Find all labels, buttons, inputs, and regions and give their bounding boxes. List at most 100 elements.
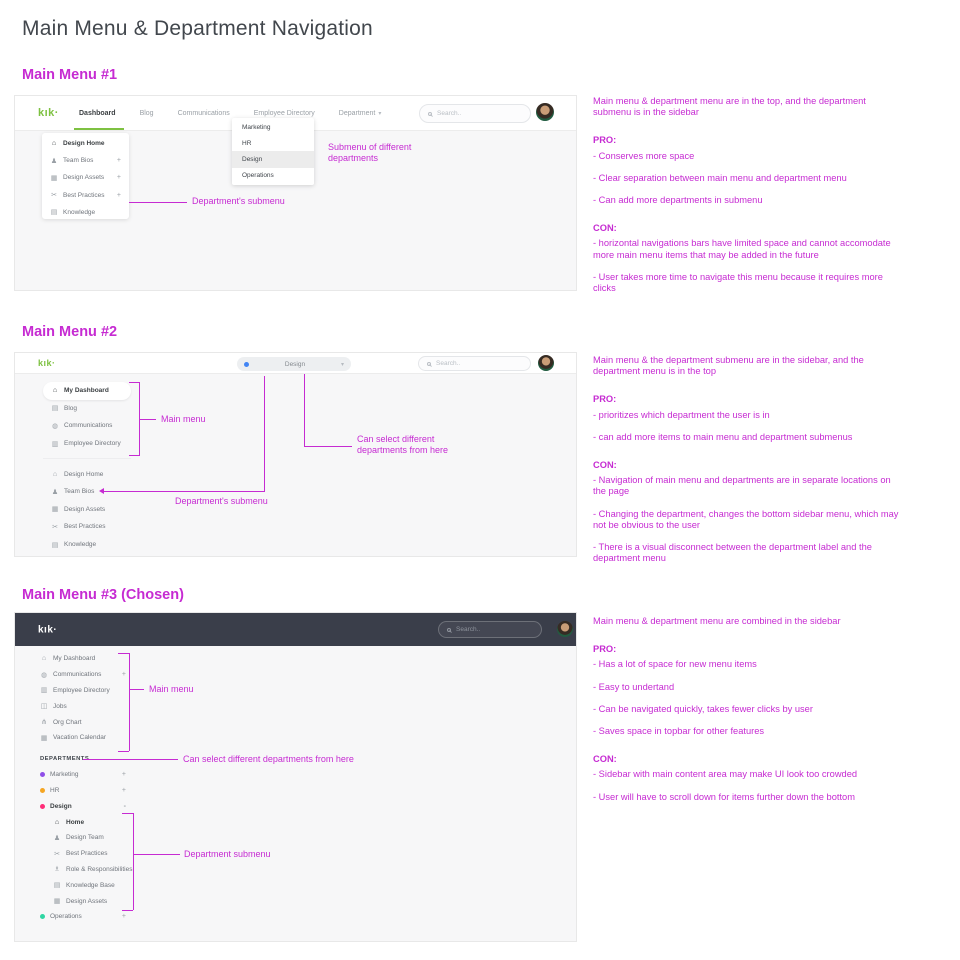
divider bbox=[43, 458, 131, 460]
dropdown-item[interactable]: Design bbox=[232, 151, 314, 168]
blog-icon: ▤ bbox=[51, 405, 59, 413]
callout-line bbox=[129, 202, 187, 203]
callout-line bbox=[101, 491, 265, 492]
pro-item: - Can be navigated quickly, takes fewer … bbox=[593, 703, 813, 714]
sidebar-item[interactable]: ▦ Vacation Calendar bbox=[40, 734, 106, 742]
sidebar-item[interactable]: ◫ Jobs bbox=[40, 702, 67, 711]
kik-logo[interactable]: kık· bbox=[38, 624, 58, 635]
main-menu-group: ⌂ My Dashboard ◍ Communications + ▥ Empl… bbox=[40, 651, 126, 746]
nav-item[interactable]: Department▾ bbox=[338, 109, 382, 117]
mockup2-topbar: kık· Design ▾ Search.. bbox=[15, 353, 576, 374]
bracket-line bbox=[139, 419, 156, 420]
mockup-1: kık· Dashboard Blog Communications Emplo… bbox=[14, 95, 577, 291]
expand-icon[interactable]: - bbox=[123, 802, 126, 810]
submenu-item[interactable]: ⌂ Design Home bbox=[52, 470, 104, 478]
submenu-item[interactable]: ⌂ Home bbox=[54, 818, 85, 826]
submenu-item[interactable]: ✂ Best Practices bbox=[54, 850, 108, 858]
expand-icon[interactable]: + bbox=[121, 786, 126, 794]
section-3-heading: Main Menu #3 (Chosen) bbox=[22, 587, 184, 603]
submenu-item[interactable]: ▦ Design Assets bbox=[53, 897, 108, 906]
callout-select: Can select different departments from he… bbox=[357, 434, 449, 455]
department-item[interactable]: Design - bbox=[40, 798, 126, 814]
avatar[interactable] bbox=[557, 621, 573, 637]
expand-icon[interactable]: + bbox=[116, 157, 121, 165]
dropdown-item[interactable]: Operations bbox=[242, 172, 274, 180]
sidebar: ⌂ My Dashboard ◍ Communications + ▥ Empl… bbox=[40, 651, 133, 925]
search-input[interactable]: Search.. bbox=[419, 104, 531, 123]
active-dot-icon bbox=[244, 361, 249, 367]
book-icon: ▤ bbox=[51, 541, 59, 549]
departments-group: Operations + bbox=[40, 909, 126, 925]
submenu-item[interactable]: ▦ Design Assets bbox=[51, 505, 106, 514]
submenu-item[interactable]: ♟ Team Bios + bbox=[50, 157, 121, 165]
department-item[interactable]: Operations + bbox=[40, 909, 126, 925]
con-item: - Changing the department, changes the b… bbox=[593, 508, 899, 530]
pro-label: PRO: bbox=[593, 644, 617, 655]
mockup3-topbar: kık· Search.. bbox=[15, 613, 576, 646]
pro-label: PRO: bbox=[593, 394, 617, 405]
bracket-line bbox=[122, 813, 133, 814]
bracket-line bbox=[133, 813, 134, 910]
department-item[interactable]: Marketing + bbox=[40, 767, 126, 783]
expand-icon[interactable]: + bbox=[121, 671, 126, 679]
chevron-down-icon: ▾ bbox=[378, 110, 382, 117]
nav-item[interactable]: Employee Directory bbox=[253, 109, 315, 117]
avatar[interactable] bbox=[538, 355, 554, 371]
chevron-down-icon: ▾ bbox=[340, 361, 344, 368]
callout-line bbox=[264, 376, 265, 492]
sidebar-item[interactable]: ⌂ My Dashboard bbox=[43, 382, 131, 400]
nav-item[interactable]: Blog bbox=[139, 109, 154, 117]
home-icon: ⌂ bbox=[52, 387, 58, 395]
main-menu-group: ⌂ My Dashboard ▤ Blog ◍ Communications ▥… bbox=[43, 382, 131, 452]
submenu-item[interactable]: ▦ Design Assets + bbox=[50, 174, 121, 182]
expand-icon[interactable]: + bbox=[116, 191, 121, 199]
sidebar-item[interactable]: ⌂ My Dashboard bbox=[41, 655, 96, 663]
department-submenu-card: ⌂ Design Home ♟ Team Bios + ▦ Design Ass… bbox=[42, 133, 129, 219]
dropdown-item[interactable]: HR bbox=[242, 139, 252, 147]
search-input[interactable]: Search.. bbox=[438, 621, 542, 638]
nav-item[interactable]: Dashboard bbox=[74, 96, 124, 130]
avatar[interactable] bbox=[536, 103, 554, 121]
mockup-3: kık· Search.. ⌂ My Dashboard ◍ Communica… bbox=[14, 612, 577, 942]
kik-logo[interactable]: kık· bbox=[38, 358, 56, 368]
callout-line bbox=[304, 374, 305, 447]
search-icon bbox=[447, 627, 451, 632]
nav-item[interactable]: Communications bbox=[177, 109, 230, 117]
sidebar-item[interactable]: ▥ Employee Directory bbox=[51, 440, 121, 448]
image-icon: ▦ bbox=[53, 898, 61, 906]
department-submenu-group: ⌂ Design Home ♟ Team Bios ▦ Design Asset… bbox=[43, 465, 131, 553]
department-item[interactable]: HR + bbox=[40, 783, 126, 799]
kik-logo[interactable]: kık· bbox=[38, 107, 59, 119]
image-icon: ▦ bbox=[51, 506, 59, 514]
con-label: CON: bbox=[593, 460, 617, 471]
submenu-item[interactable]: ♗ Role & Responsibilities bbox=[53, 865, 133, 874]
expand-icon[interactable]: + bbox=[116, 174, 121, 182]
con-label: CON: bbox=[593, 754, 617, 765]
submenu-item[interactable]: ▤ Knowledge Base bbox=[53, 881, 115, 890]
sidebar-item[interactable]: ◍ Communications + bbox=[40, 671, 126, 679]
expand-icon[interactable]: + bbox=[121, 913, 126, 921]
submenu-item[interactable]: ▤ Knowledge bbox=[50, 208, 96, 217]
department-select[interactable]: Design ▾ bbox=[237, 357, 351, 371]
sidebar-item[interactable]: ◍ Communications bbox=[51, 422, 113, 430]
person-icon: ♟ bbox=[50, 157, 58, 165]
expand-icon[interactable]: + bbox=[121, 771, 126, 779]
search-input[interactable]: Search.. bbox=[418, 356, 531, 371]
submenu-item[interactable]: ✂ Best Practices bbox=[52, 523, 106, 531]
sidebar-item[interactable]: ▥ Employee Directory bbox=[40, 686, 110, 695]
sidebar-item[interactable]: ▤ Blog bbox=[51, 404, 78, 413]
pro-item: - Conserves more space bbox=[593, 150, 695, 161]
submenu-item[interactable]: ♟ Design Team bbox=[53, 834, 104, 842]
submenu-item[interactable]: ♟ Team Bios bbox=[51, 488, 95, 496]
main-nav: Dashboard Blog Communications Employee D… bbox=[74, 96, 382, 130]
submenu-item[interactable]: ⌂ Design Home bbox=[51, 140, 105, 148]
dropdown-item[interactable]: Marketing bbox=[242, 123, 271, 131]
submenu-item[interactable]: ▤ Knowledge bbox=[51, 541, 97, 549]
sidebar-item[interactable]: ⋔ Org Chart bbox=[41, 718, 82, 727]
submenu-item[interactable]: ✂ Best Practices + bbox=[51, 191, 121, 200]
home-icon: ⌂ bbox=[41, 655, 47, 663]
bracket-line bbox=[129, 689, 144, 690]
pro-item: - can add more items to main menu and de… bbox=[593, 431, 853, 442]
pro-item: - Has a lot of space for new menu items bbox=[593, 659, 757, 670]
callout-main-menu: Main menu bbox=[149, 684, 194, 694]
